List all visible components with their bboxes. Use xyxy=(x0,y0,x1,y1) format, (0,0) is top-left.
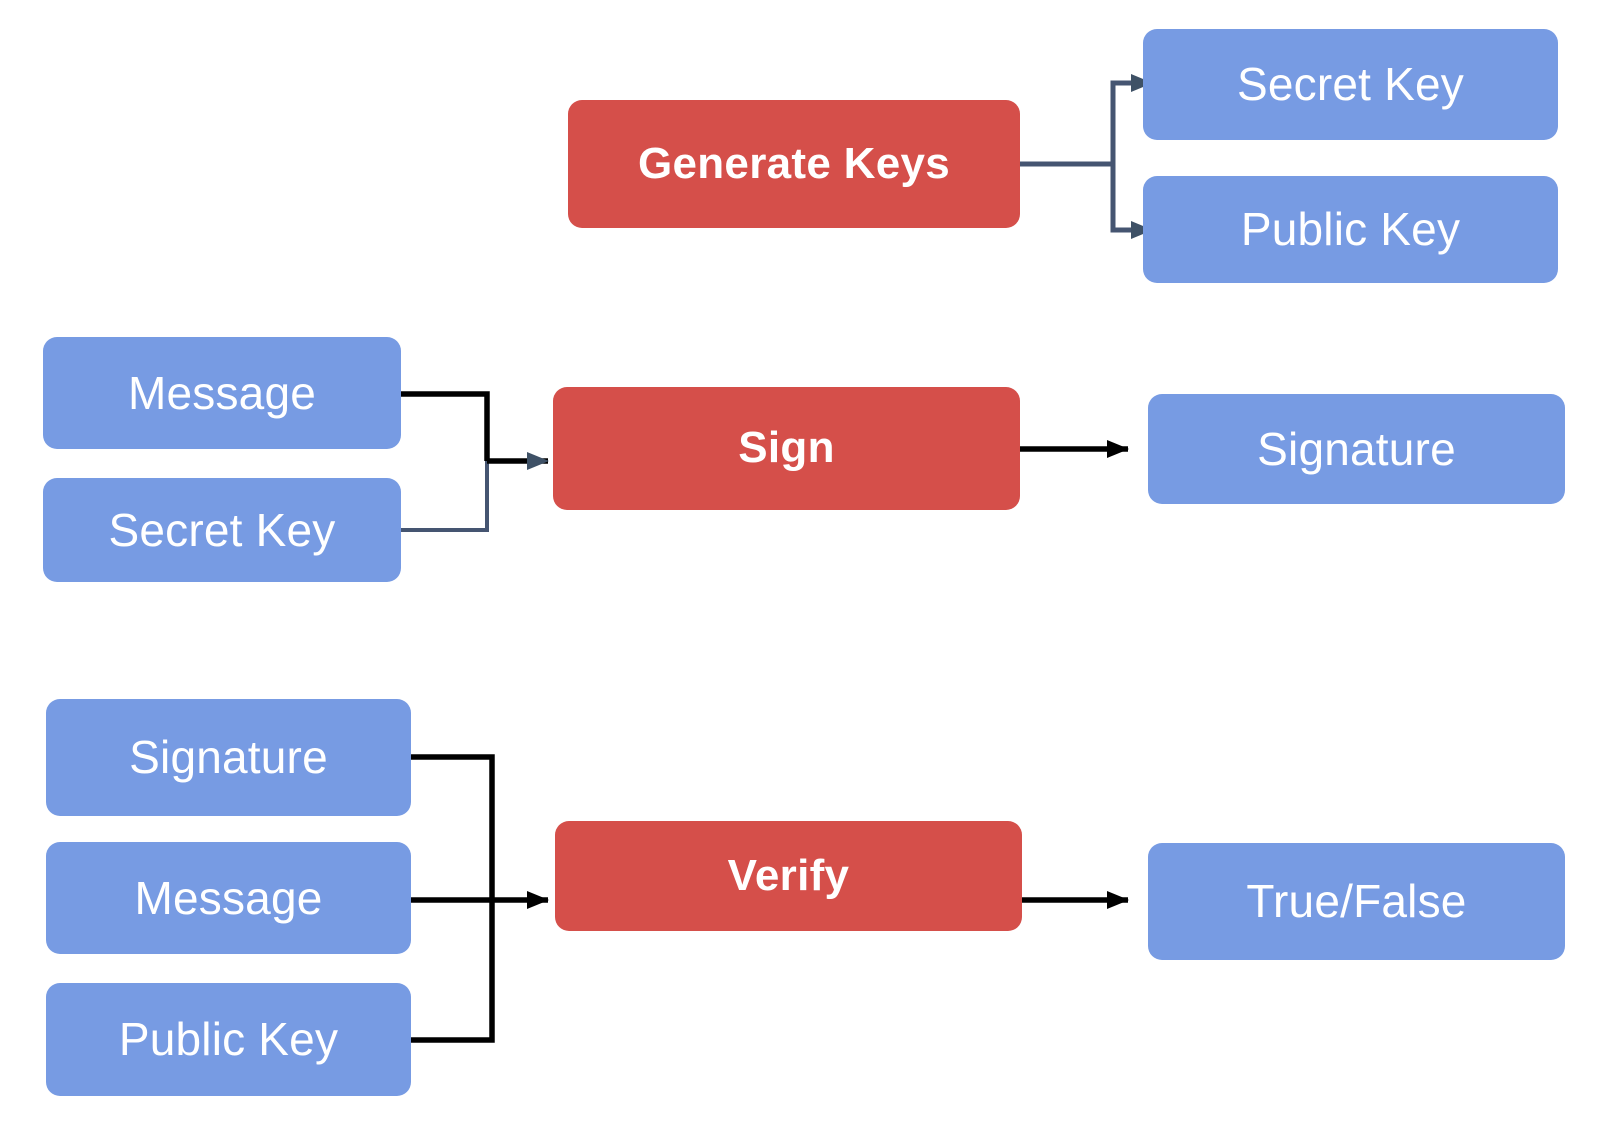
data-node-public-key-verify-input[interactable]: Public Key xyxy=(46,983,411,1096)
data-node-secret-key-output[interactable]: Secret Key xyxy=(1143,29,1558,140)
data-node-message-verify-input[interactable]: Message xyxy=(46,842,411,954)
process-node-generate-keys[interactable]: Generate Keys xyxy=(568,100,1020,228)
data-node-true-false-output[interactable]: True/False xyxy=(1148,843,1565,960)
node-label: Verify xyxy=(727,850,850,900)
node-label: True/False xyxy=(1246,875,1467,928)
edge-inputs-to-verify xyxy=(411,754,549,1043)
data-node-signature-verify-input[interactable]: Signature xyxy=(46,699,411,816)
node-label: Signature xyxy=(1257,422,1456,475)
data-node-message-sign-input[interactable]: Message xyxy=(43,337,401,449)
node-label: Signature xyxy=(129,731,328,784)
node-label: Message xyxy=(134,871,323,924)
node-label: Secret Key xyxy=(108,503,336,556)
node-label: Sign xyxy=(738,423,835,473)
data-node-secret-key-sign-input[interactable]: Secret Key xyxy=(43,478,401,582)
process-node-verify[interactable]: Verify xyxy=(555,821,1022,931)
node-label: Message xyxy=(127,366,317,419)
data-node-public-key-output[interactable]: Public Key xyxy=(1143,176,1558,283)
data-node-signature-output[interactable]: Signature xyxy=(1148,394,1565,504)
edge-inputs-to-sign xyxy=(401,391,549,532)
node-label: Secret Key xyxy=(1237,58,1464,111)
node-label: Generate Keys xyxy=(637,138,951,188)
edge-generate-to-keys xyxy=(1020,74,1153,239)
node-label: Public Key xyxy=(118,1013,339,1066)
process-node-sign[interactable]: Sign xyxy=(553,387,1020,510)
node-label: Public Key xyxy=(1240,203,1461,256)
